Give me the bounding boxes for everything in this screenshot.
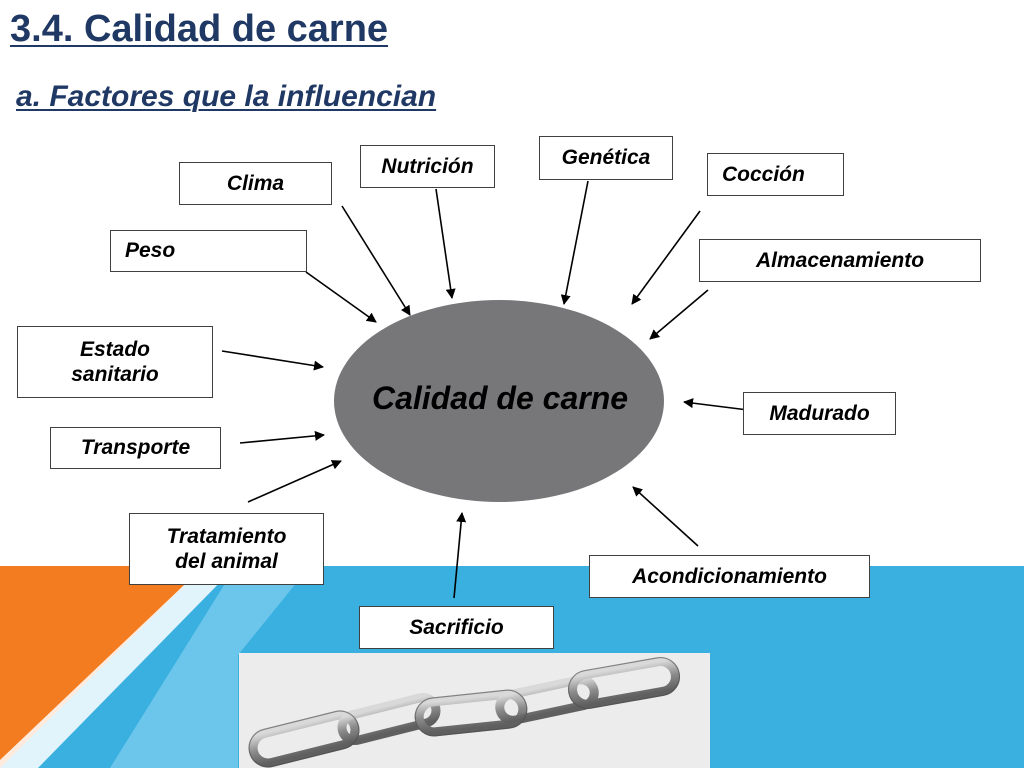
factor-estado-sanitario-label-line2: sanitario <box>71 363 159 386</box>
factor-tratamiento: Tratamiento del animal <box>129 513 324 585</box>
arrow-acondicionamiento <box>632 486 699 547</box>
factor-genetica-label: Genética <box>561 146 651 170</box>
factor-nutricion-label: Nutrición <box>381 154 474 178</box>
arrow-transporte <box>239 430 325 444</box>
arrow-genetica <box>560 180 589 305</box>
light-blue-triangle <box>110 566 310 768</box>
arrow-peso <box>305 271 377 323</box>
factor-nutricion: Nutrición <box>360 145 495 188</box>
arrow-clima <box>341 205 411 316</box>
factor-almacenamiento: Almacenamiento <box>699 239 981 282</box>
factor-peso-label: Peso <box>125 239 176 263</box>
arrow-madurado <box>683 398 749 411</box>
slide-title: 3.4. Calidad de carne <box>10 8 389 50</box>
arrow-coccion <box>631 210 701 305</box>
factor-clima: Clima <box>179 162 332 205</box>
factor-tratamiento-label-line1: Tratamiento <box>166 524 287 548</box>
chain-link <box>337 693 441 745</box>
factor-tratamiento-label-line2: del animal <box>175 550 278 573</box>
white-stripe <box>0 566 236 768</box>
factor-madurado: Madurado <box>743 392 896 435</box>
chain-illustration <box>239 653 710 768</box>
factor-sacrificio-label: Sacrificio <box>409 615 504 639</box>
arrow-almacenamiento <box>649 289 709 340</box>
factor-acondicionamiento-label: Acondicionamiento <box>632 564 827 588</box>
factor-coccion-label: Cocción <box>722 162 805 186</box>
factor-coccion: Cocción <box>707 153 844 196</box>
slide-subtitle: a. Factores que la influencian <box>16 80 437 113</box>
chain-link <box>248 710 360 768</box>
factor-transporte-label: Transporte <box>80 436 191 460</box>
chain-link <box>568 657 680 709</box>
factor-sacrificio: Sacrificio <box>359 606 554 649</box>
arrow-estado-sanitario <box>221 350 324 371</box>
chain-link <box>414 689 528 737</box>
factor-almacenamiento-label: Almacenamiento <box>755 248 925 272</box>
factor-clima-label: Clima <box>226 171 285 195</box>
arrow-nutricion <box>435 188 456 299</box>
factor-estado-sanitario-label-line1: Estado <box>79 337 150 361</box>
chain-image <box>239 653 710 768</box>
factor-peso: Peso <box>110 230 307 272</box>
arrow-tratamiento <box>247 460 342 503</box>
chain-link <box>495 675 599 725</box>
factor-genetica: Genética <box>539 136 673 180</box>
factor-madurado-label: Madurado <box>769 401 870 425</box>
center-label: Calidad de carne <box>371 380 629 416</box>
factor-acondicionamiento: Acondicionamiento <box>589 555 870 598</box>
arrow-sacrificio <box>453 512 467 599</box>
center-ellipse <box>334 300 664 502</box>
factor-transporte: Transporte <box>50 427 221 469</box>
factor-estado-sanitario: Estado sanitario <box>17 326 213 398</box>
